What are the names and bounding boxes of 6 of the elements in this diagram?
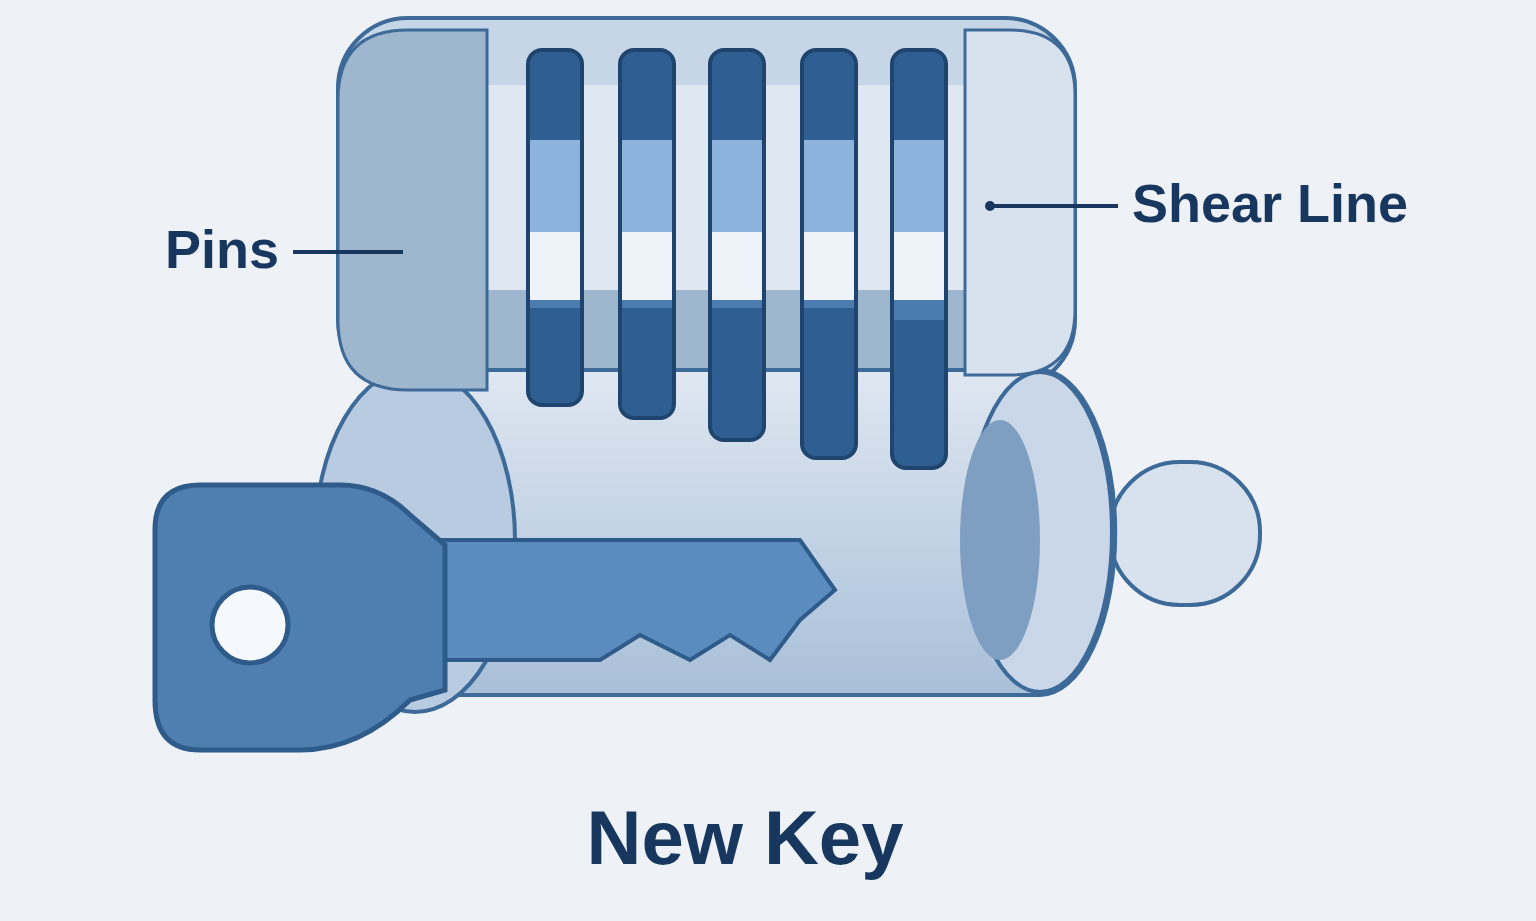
housing-panel — [963, 28, 1077, 377]
leader-line — [985, 201, 1118, 211]
leader-line — [293, 250, 403, 254]
housing-panel — [336, 28, 489, 392]
callout-label: Pins — [165, 222, 280, 276]
callout-label: Shear Line — [1132, 176, 1409, 230]
